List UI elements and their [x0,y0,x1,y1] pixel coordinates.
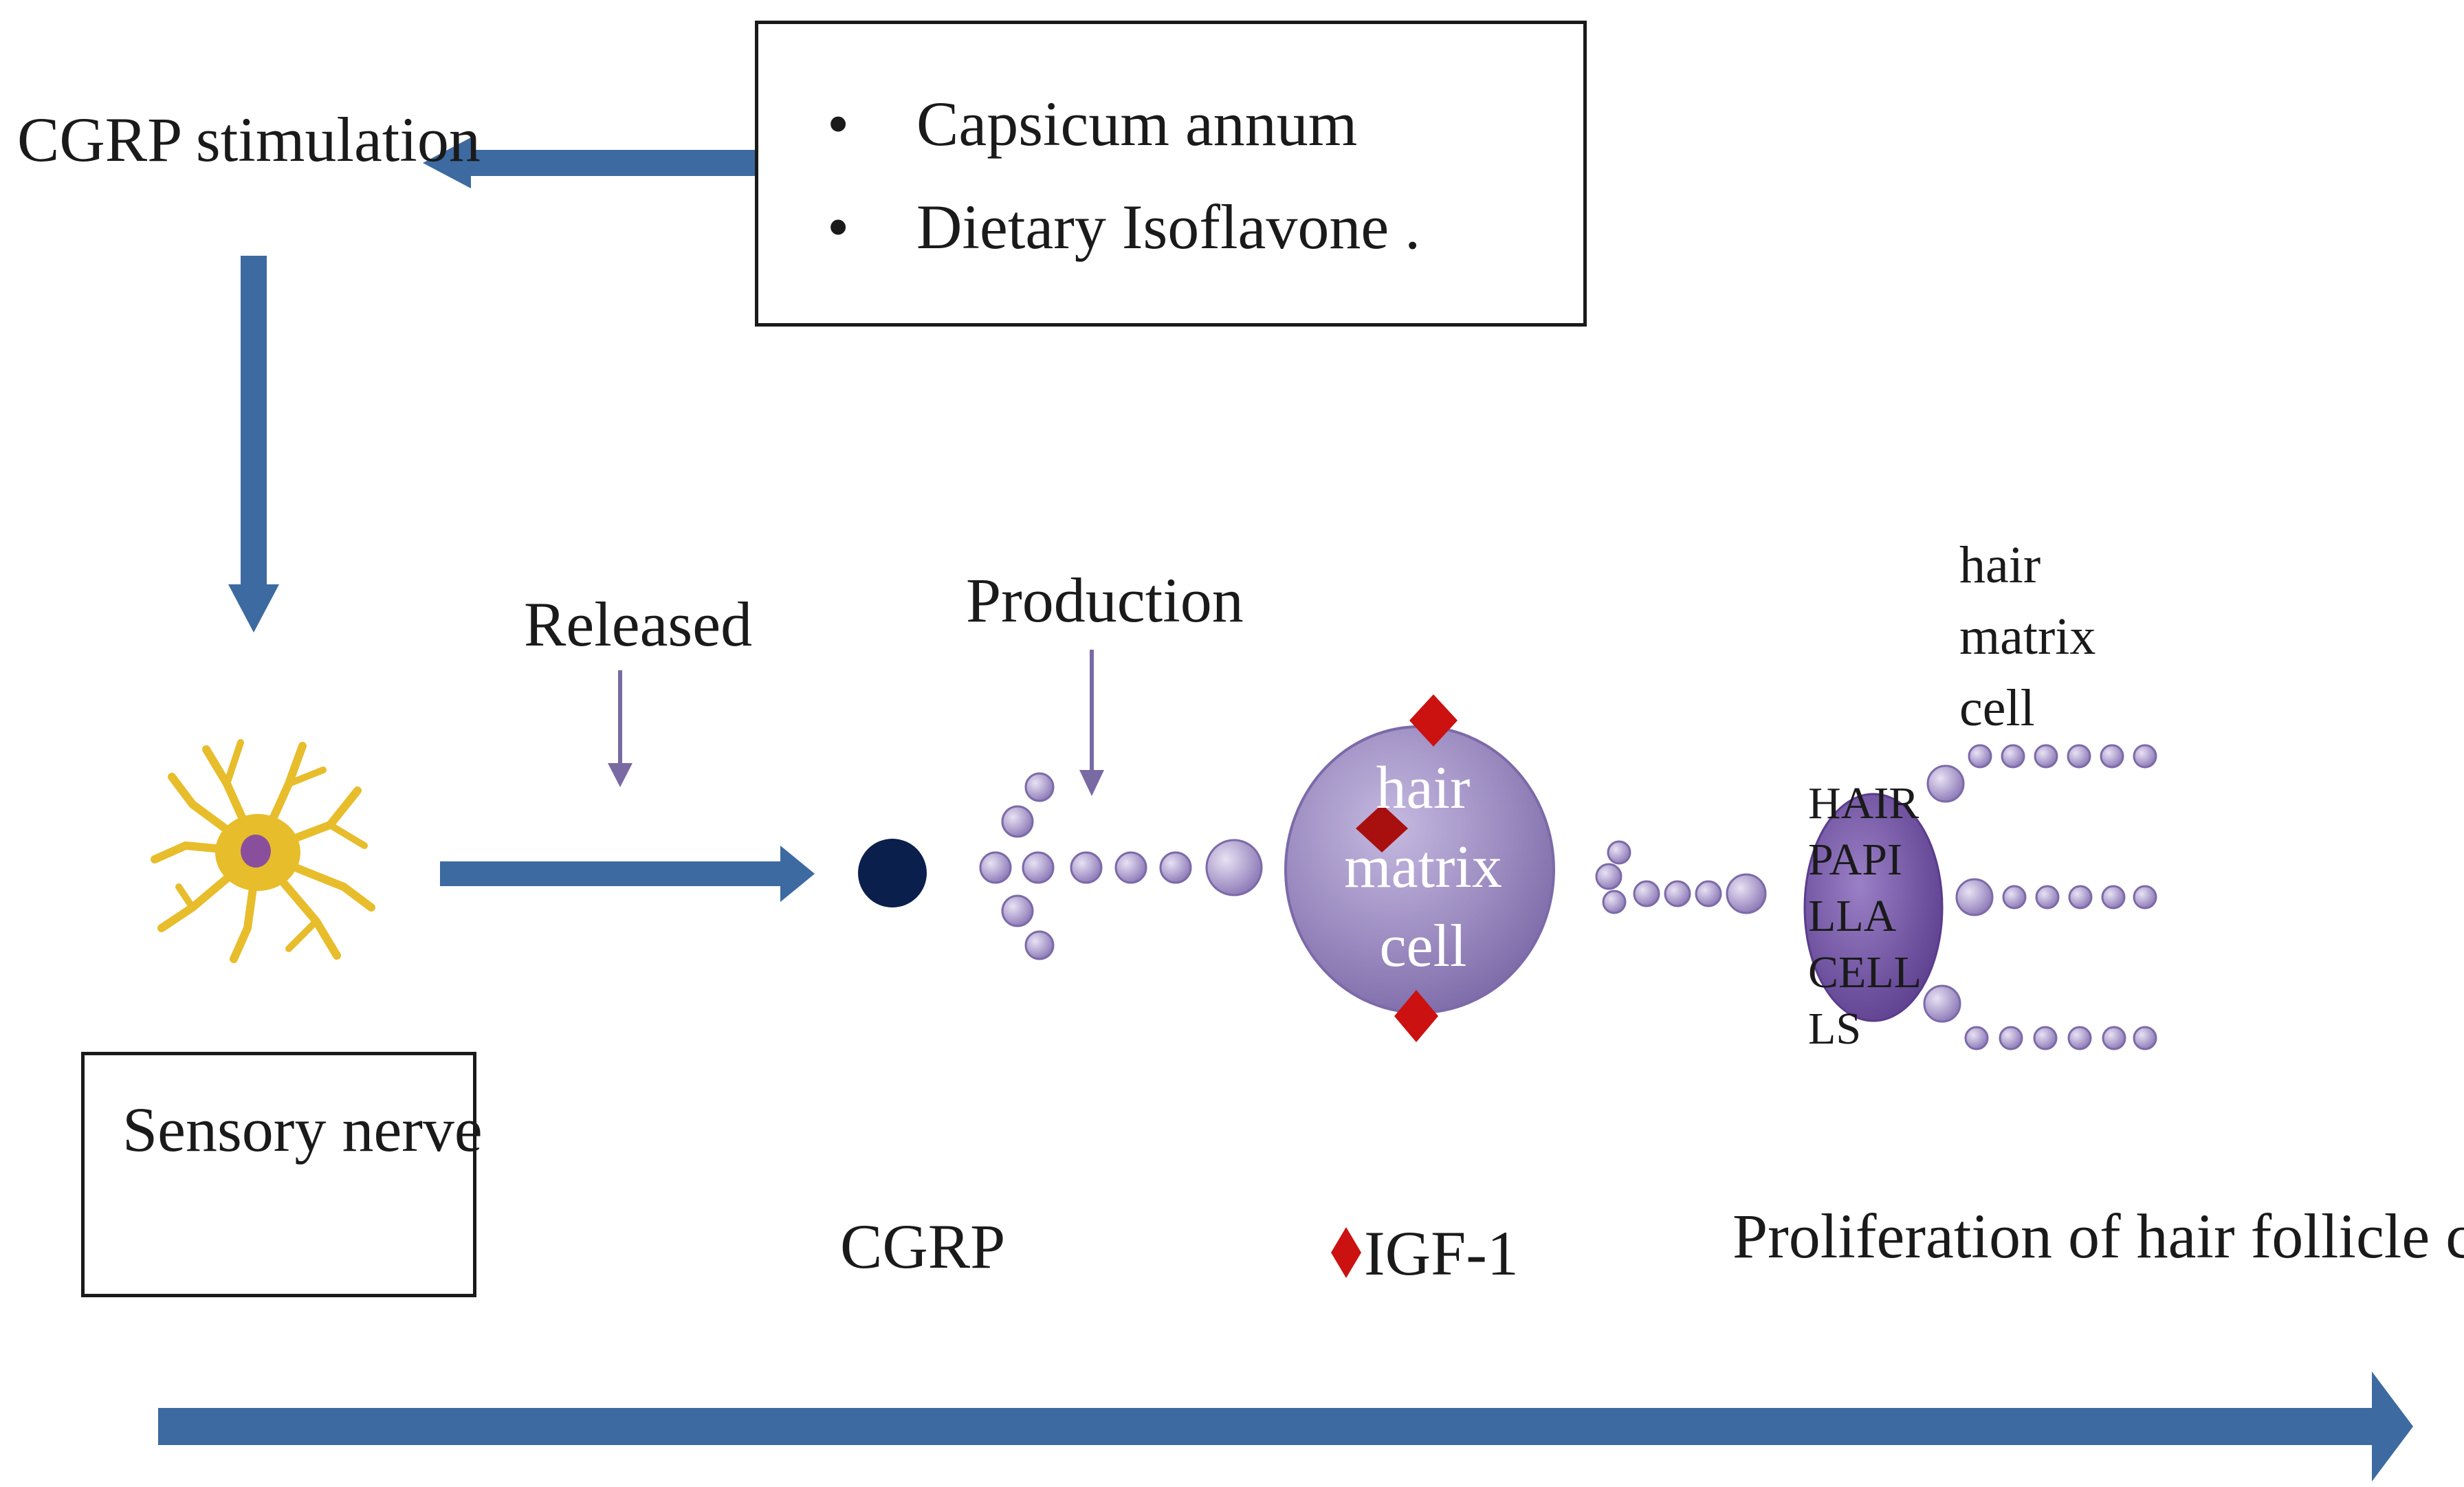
label-igf1: IGF-1 [1364,1218,1519,1288]
igf1-marker-middle [1356,804,1408,852]
label-cgrp-stimulation: CGRP stimulation [17,104,481,175]
source-capsicum: Capsicum annum [758,72,1583,175]
matrix-cell-line-1: hair [1376,755,1471,822]
igf1-marker-bottom [1394,990,1438,1042]
label-top-matrix-cell: hair matrix cell [1959,529,2096,744]
label-sensory-nerve: Sensory nerve [122,1094,483,1165]
matrix-cell-line-2: matrix [1344,834,1502,901]
top-matrix-line-2: matrix [1959,608,2096,665]
label-cgrp: CGRP [840,1211,1006,1281]
label-released: Released [524,589,753,659]
papilla-line-2: PAPI [1808,835,1902,885]
igf1-diamond-icon [1331,1227,1361,1278]
label-proliferation: Proliferation of hair follicle cells [1732,1201,2464,1271]
sources-box: Capsicum annum Dietary Isoflavone . [755,21,1587,327]
hair-papilla-cell: HAIR PAPI LLA CELL LS [1803,778,1944,1054]
receptor-chain-middle [1595,840,1767,914]
bottom-progress-arrow [158,1372,2413,1482]
arrow-nerve-to-cgrp [440,846,815,902]
top-matrix-line-3: cell [1959,679,2035,737]
papilla-line-3: LLA [1808,891,1897,941]
sensory-nerve-box: Sensory nerve [81,1052,483,1297]
igf1-marker-top [1409,694,1458,747]
matrix-cell-line-3: cell [1379,913,1466,980]
production-arrow [1079,650,1104,796]
released-arrow [608,670,632,787]
source-isoflavone: Dietary Isoflavone . [758,175,1583,278]
papilla-line-5: LS [1808,1004,1861,1054]
arrow-stimulation-to-nerve [228,256,279,632]
arrow-sources-to-stimulation [423,137,755,188]
papilla-line-4: CELL [1808,947,1922,998]
neuron-icon [151,739,375,963]
cgrp-molecule-icon [858,839,927,907]
sources-list: Capsicum annum Dietary Isoflavone . [758,24,1583,278]
receptor-chain-left [979,772,1263,960]
top-matrix-line-1: hair [1959,536,2041,594]
hair-matrix-cell: hair matrix cell [1284,694,1555,1042]
papilla-line-1: HAIR [1808,778,1919,828]
receptor-chains-right [1923,744,2157,1050]
label-production: Production [966,565,1244,635]
